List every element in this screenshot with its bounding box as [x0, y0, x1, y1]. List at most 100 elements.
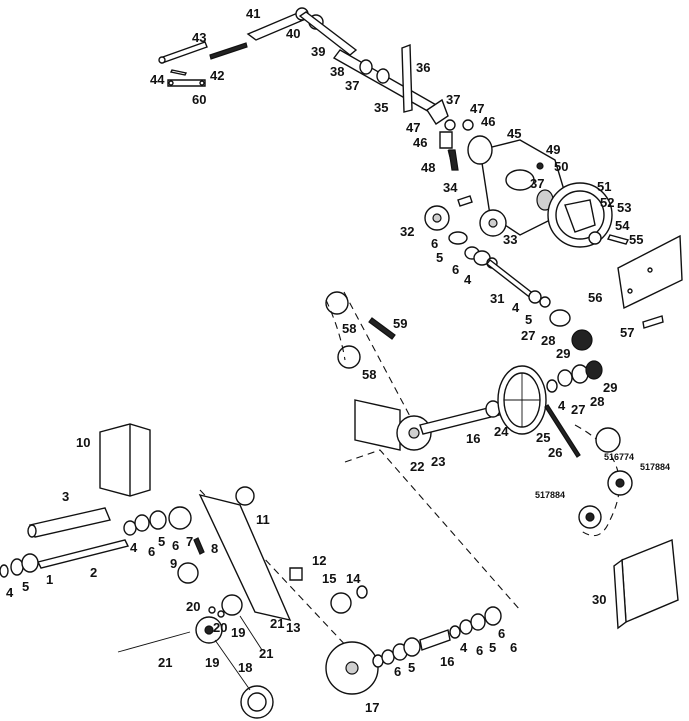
- callout-57: 57: [620, 325, 634, 340]
- callout-12: 12: [312, 553, 326, 568]
- callout-55: 55: [629, 232, 643, 247]
- callout-19-a: 19: [231, 625, 245, 640]
- callout-5-f: 5: [408, 660, 415, 675]
- callout-54: 54: [615, 218, 630, 233]
- upper-shaft: [332, 44, 474, 171]
- callout-27-a: 27: [521, 328, 535, 343]
- callout-39: 39: [311, 44, 325, 59]
- callout-18: 18: [238, 660, 252, 675]
- callout-58-b: 58: [362, 367, 376, 382]
- callout-5-d: 5: [22, 579, 29, 594]
- callout-49: 49: [546, 142, 560, 157]
- panel-30: [613, 539, 679, 630]
- parts-artwork: [0, 7, 683, 719]
- callout-4-a: 4: [464, 272, 472, 287]
- left-chain-assembly: [325, 291, 432, 451]
- center-plate: [198, 486, 368, 621]
- callout-51: 51: [597, 179, 611, 194]
- callout-22: 22: [410, 459, 424, 474]
- callout-8: 8: [211, 541, 218, 556]
- callout-4-e: 4: [6, 585, 14, 600]
- callout-31: 31: [490, 291, 504, 306]
- callout-6-a: 6: [431, 236, 438, 251]
- callout-20-a: 20: [186, 599, 200, 614]
- callout-53: 53: [617, 200, 631, 215]
- callout-37-b: 37: [446, 92, 460, 107]
- drive-sprockets: [424, 205, 593, 351]
- callout-4-b: 4: [512, 300, 520, 315]
- callout-56: 56: [588, 290, 602, 305]
- callout-13: 13: [286, 620, 300, 635]
- callout-16-a: 16: [466, 431, 480, 446]
- callout-48: 48: [421, 160, 435, 175]
- callout-5-a: 5: [436, 250, 443, 265]
- callout-35: 35: [374, 100, 388, 115]
- callout-4-d: 4: [130, 540, 138, 555]
- callout-6-c: 6: [148, 544, 155, 559]
- pulleys-and-belt: [117, 594, 274, 719]
- callout-17: 17: [365, 700, 379, 715]
- callout-46-a: 46: [481, 114, 495, 129]
- callout-7: 7: [186, 534, 193, 549]
- callout-32: 32: [400, 224, 414, 239]
- callout-38: 38: [330, 64, 344, 79]
- callout-37-c: 37: [530, 176, 544, 191]
- callout-6-e: 6: [498, 626, 505, 641]
- callout-43: 43: [192, 30, 206, 45]
- callout-21-a: 21: [270, 616, 284, 631]
- callout-42: 42: [210, 68, 224, 83]
- callout-46-b: 46: [413, 135, 427, 150]
- callout-6-g: 6: [476, 643, 483, 658]
- callout-26: 26: [548, 445, 562, 460]
- callout-20-b: 20: [213, 620, 227, 635]
- callout-28-b: 28: [590, 394, 604, 409]
- callout-1: 1: [46, 572, 53, 587]
- callout-5-c: 5: [158, 534, 165, 549]
- bracket-10: [99, 423, 151, 497]
- callout-21-c: 21: [259, 646, 273, 661]
- callout-11: 11: [256, 512, 270, 527]
- callout-4-c: 4: [558, 398, 566, 413]
- callout-40: 40: [286, 26, 300, 41]
- callout-33: 33: [503, 232, 517, 247]
- callout-5-e: 5: [489, 640, 496, 655]
- callout-6-d: 6: [172, 538, 179, 553]
- callout-60: 60: [192, 92, 206, 107]
- part-number-516774: 516774: [604, 452, 634, 462]
- callout-34: 34: [443, 180, 458, 195]
- callout-50: 50: [554, 159, 568, 174]
- callout-52: 52: [600, 195, 614, 210]
- part-number-517884-a: 517884: [640, 462, 670, 472]
- callout-2: 2: [90, 565, 97, 580]
- gear-case: [457, 135, 630, 248]
- upper-linkage: [158, 7, 358, 87]
- callout-47-b: 47: [406, 120, 420, 135]
- callout-58-a: 58: [342, 321, 356, 336]
- callout-6-f: 6: [510, 640, 517, 655]
- callout-19-b: 19: [205, 655, 219, 670]
- callout-16-b: 16: [440, 654, 454, 669]
- callout-29-b: 29: [603, 380, 617, 395]
- callout-25: 25: [536, 430, 550, 445]
- callout-30: 30: [592, 592, 606, 607]
- callout-9: 9: [170, 556, 177, 571]
- callout-44: 44: [150, 72, 165, 87]
- callout-45: 45: [507, 126, 521, 141]
- callout-6-h: 6: [394, 664, 401, 679]
- callout-10: 10: [76, 435, 90, 450]
- callout-23: 23: [431, 454, 445, 469]
- callout-59: 59: [393, 316, 407, 331]
- callout-labels: 41 40 43 39 42 36 38 44 37 60 37 35 47 4…: [6, 6, 670, 715]
- callout-28-a: 28: [541, 333, 555, 348]
- main-pulley: [419, 360, 633, 537]
- callout-29-a: 29: [556, 346, 570, 361]
- callout-47-a: 47: [470, 101, 484, 116]
- callout-24: 24: [494, 424, 509, 439]
- lower-left-shaft: [0, 506, 205, 584]
- callout-37-a: 37: [345, 78, 359, 93]
- callout-15: 15: [322, 571, 336, 586]
- callout-21-b: 21: [158, 655, 172, 670]
- guard-56: [617, 234, 683, 329]
- callout-14: 14: [346, 571, 361, 586]
- lower-sprocket-group: [325, 606, 502, 695]
